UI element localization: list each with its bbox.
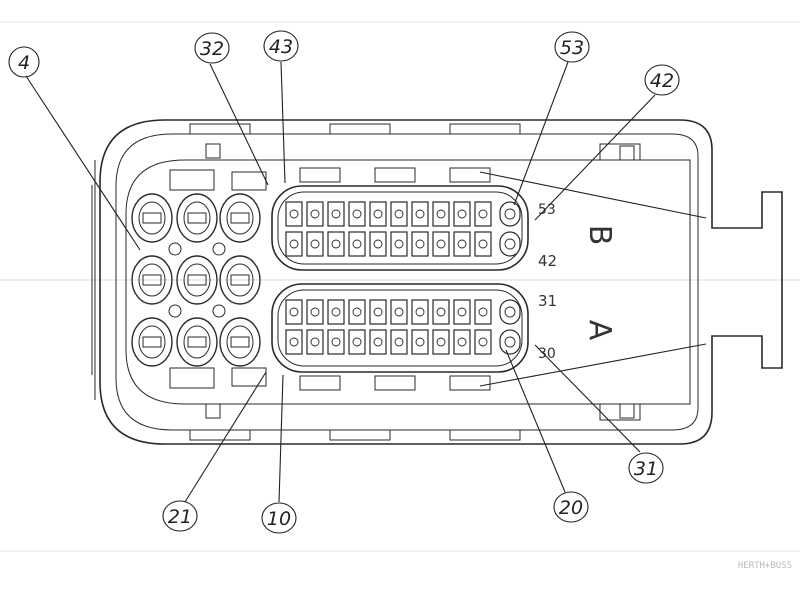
callout-31-label: 31 (634, 458, 658, 480)
locating-hole (212, 242, 226, 256)
callout-32: 32 (194, 32, 230, 64)
power-terminal-cavity (219, 317, 261, 367)
signal-block-b (271, 167, 529, 271)
callout-43: 43 (263, 30, 299, 62)
signal-cavity-end (499, 299, 521, 325)
locating-hole (212, 304, 226, 318)
callout-20-label: 20 (559, 497, 583, 519)
watermark: HERTH+BUSS (738, 561, 792, 571)
signal-cavity (306, 299, 324, 325)
signal-cavity (327, 299, 345, 325)
signal-cavity (432, 231, 450, 257)
section-letter-b: B (582, 225, 617, 246)
power-terminal-grid (131, 193, 261, 367)
power-terminal-cavity (176, 317, 218, 367)
pin-label-42: 42 (538, 252, 557, 270)
locating-hole (168, 242, 182, 256)
callout-42-label: 42 (650, 70, 674, 92)
signal-cavity-end (499, 329, 521, 355)
callout-10: 10 (261, 502, 297, 534)
callout-32-label: 32 (200, 38, 224, 60)
signal-cavity (432, 201, 450, 227)
power-terminal-cavity (219, 193, 261, 243)
leader-lines (25, 61, 707, 503)
signal-cavity (453, 231, 471, 257)
callout-43-label: 43 (269, 36, 293, 58)
signal-cavity (369, 231, 387, 257)
signal-cavity-end (499, 231, 521, 257)
signal-cavity (411, 299, 429, 325)
locating-hole (168, 304, 182, 318)
callout-21-label: 21 (168, 506, 192, 528)
signal-cavity (327, 201, 345, 227)
signal-cavity (306, 329, 324, 355)
signal-cavity (411, 231, 429, 257)
signal-cavity (411, 329, 429, 355)
pin-label-31: 31 (538, 292, 557, 310)
pin-label-30: 30 (538, 346, 556, 362)
callout-42: 42 (644, 64, 680, 96)
power-terminal-cavity (219, 255, 261, 305)
signal-cavity (285, 201, 303, 227)
callout-20: 20 (553, 491, 589, 523)
signal-cavity (453, 329, 471, 355)
power-terminal-cavity (176, 193, 218, 243)
signal-cavity (348, 299, 366, 325)
signal-cavity (285, 299, 303, 325)
signal-cavity (306, 231, 324, 257)
signal-cavity (453, 299, 471, 325)
signal-cavity (474, 329, 492, 355)
callout-31: 31 (628, 452, 664, 484)
callout-53: 53 (554, 31, 590, 63)
callout-4-label: 4 (18, 52, 30, 74)
callout-4: 4 (8, 46, 40, 78)
signal-cavity (432, 299, 450, 325)
signal-cavity (348, 329, 366, 355)
signal-block-a (271, 283, 529, 391)
signal-cavity (390, 231, 408, 257)
signal-cavity (327, 231, 345, 257)
callout-53-label: 53 (560, 37, 584, 59)
power-terminal-cavity (131, 193, 173, 243)
pin-label-53: 53 (538, 202, 556, 218)
signal-cavity (369, 299, 387, 325)
power-terminal-cavity (176, 255, 218, 305)
signal-cavity (390, 299, 408, 325)
signal-cavity-end (499, 201, 521, 227)
signal-cavity (474, 231, 492, 257)
callout-10-label: 10 (267, 508, 291, 530)
power-terminal-cavity (131, 317, 173, 367)
signal-cavity (453, 201, 471, 227)
power-terminal-cavity (131, 255, 173, 305)
signal-cavity (474, 299, 492, 325)
signal-cavity (369, 329, 387, 355)
signal-cavity (285, 231, 303, 257)
signal-cavity (348, 201, 366, 227)
signal-cavity (369, 201, 387, 227)
signal-cavity (390, 329, 408, 355)
signal-cavity (306, 201, 324, 227)
connector-housing (91, 119, 783, 445)
callout-21: 21 (162, 500, 198, 532)
signal-cavity (474, 201, 492, 227)
section-letter-a: A (582, 320, 617, 341)
signal-cavity (285, 329, 303, 355)
signal-cavity (390, 201, 408, 227)
signal-cavity (432, 329, 450, 355)
signal-cavity (327, 329, 345, 355)
signal-cavity (348, 231, 366, 257)
signal-cavity (411, 201, 429, 227)
